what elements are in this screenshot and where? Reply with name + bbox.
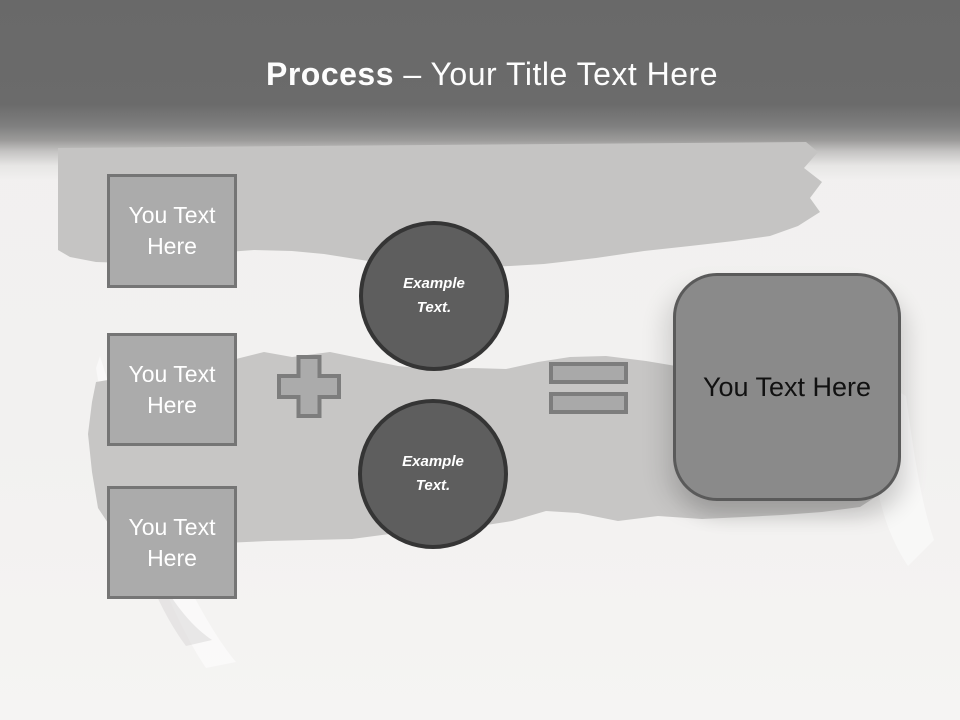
example-circle-1[interactable]: Example Text. <box>359 221 509 371</box>
input-box-label: You Text Here <box>128 513 216 571</box>
torn-paper-strip-top <box>58 142 822 269</box>
example-circle-label: Example Text. <box>402 453 464 494</box>
example-circle-2[interactable]: Example Text. <box>358 399 508 549</box>
result-box-label: You Text Here <box>702 371 872 402</box>
title-rest: – Your Title Text Here <box>403 56 718 92</box>
slide-title[interactable]: Process – Your Title Text Here <box>12 54 960 94</box>
result-box[interactable]: You Text Here <box>673 273 901 501</box>
equals-bar-top <box>549 362 628 384</box>
input-box-label: You Text Here <box>128 202 216 259</box>
input-box-1[interactable]: You Text Here <box>107 174 237 288</box>
example-circle-label: Example Text. <box>403 275 465 316</box>
plus-icon <box>277 355 341 418</box>
equals-bar-bottom <box>549 392 628 414</box>
input-box-3[interactable]: You Text Here <box>107 486 237 599</box>
input-box-2[interactable]: You Text Here <box>107 333 237 446</box>
input-box-label: You Text Here <box>128 360 216 418</box>
equals-icon <box>549 362 628 414</box>
title-emphasis: Process <box>265 56 395 92</box>
